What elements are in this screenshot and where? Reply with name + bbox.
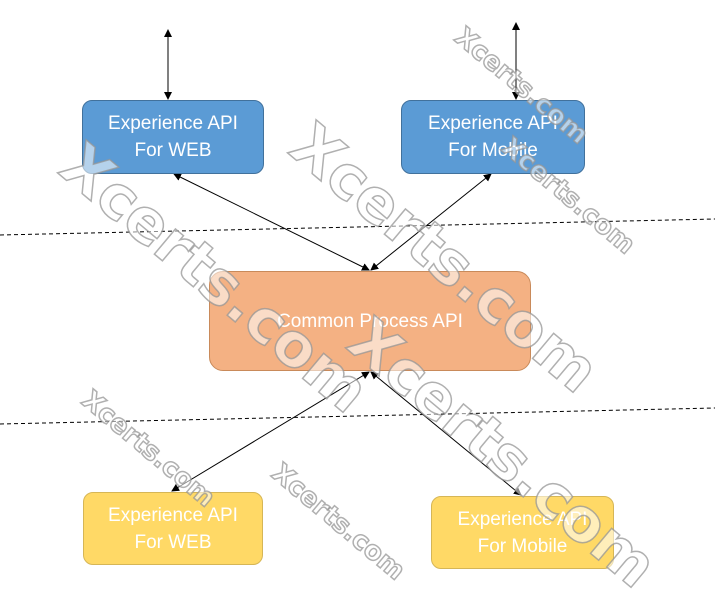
diagram-canvas: Experience API For WEB Experience API Fo… [0, 21, 715, 602]
node-label-line1: Experience API [457, 508, 588, 530]
node-label-line2: For WEB [134, 531, 212, 553]
arrow-web-api-to-process [173, 173, 370, 271]
node-label: Common Process API [277, 310, 463, 332]
node-label-line2: For Mobile [477, 535, 568, 557]
node-label-line1: Experience API [428, 113, 558, 134]
arrow-process-to-mobile-system [370, 371, 522, 496]
node-label-line1: Experience API [108, 113, 238, 134]
node-label-line2: For Mobile [448, 140, 538, 161]
experience-api-web-node: Experience API For WEB [82, 100, 264, 174]
bottom-mobile-node: Experience API For Mobile [431, 496, 614, 569]
node-label-line1: Experience API [108, 504, 238, 526]
connector-layer [0, 22, 715, 496]
common-process-api-node: Common Process API [209, 271, 531, 371]
bottom-web-node: Experience API For WEB [83, 492, 263, 565]
experience-api-mobile-node: Experience API For Mobile [401, 100, 585, 174]
layer-divider-bottom [0, 407, 715, 425]
arrow-mobile-api-to-process [370, 173, 492, 271]
arrow-process-to-web-system [171, 371, 370, 492]
layer-divider-top [0, 218, 715, 236]
node-label-line2: For WEB [134, 140, 212, 161]
